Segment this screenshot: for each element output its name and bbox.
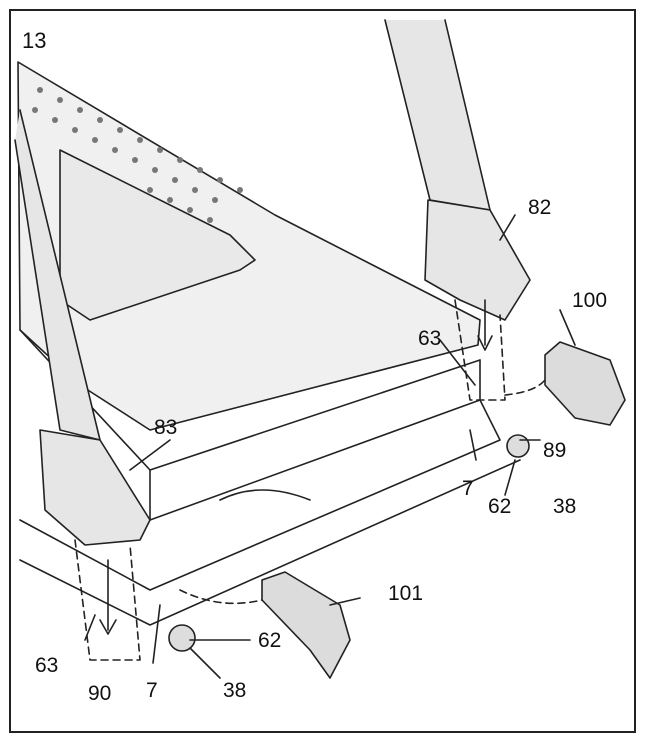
foot-cover-guide-left [179,589,263,605]
left-upright-lower-90 [74,539,141,661]
power-cord [219,489,311,501]
right-wheel-38 [506,434,530,458]
callout-63-left: 63 [35,654,59,677]
left-upright-cover-83 [39,429,151,546]
leader-lines [84,214,576,679]
left-upright-tube [14,109,101,441]
callout-83: 83 [154,416,178,439]
left-foot-cover-101 [261,571,351,679]
callout-82: 82 [528,196,552,219]
callout-38-right: 38 [553,495,577,518]
callout-100: 100 [572,289,608,312]
callout-38-left: 38 [223,679,247,702]
right-upright-lower [454,299,506,401]
perforated-hood [17,61,481,431]
frame-side-rail-top [149,359,481,521]
callout-62-left: 62 [258,629,282,652]
callout-7-left: 7 [146,679,158,702]
perforation-pattern [32,87,243,223]
step-number: 13 [22,28,47,53]
callout-63-right: 63 [418,327,442,350]
callout-62-right: 62 [488,495,512,518]
callout-101: 101 [388,582,424,605]
callout-7-right: 7 [462,477,474,500]
frame-base [19,399,501,591]
right-upright-cover-82 [424,199,531,321]
left-wheel-38 [168,624,196,652]
diagram-frame [9,9,636,733]
left-insert-arrow [99,559,117,635]
right-upright-tube [384,19,491,211]
right-insert-arrow [477,299,493,351]
frame-base-lower [19,459,521,626]
right-foot-cover-100 [544,341,626,426]
foot-cover-guide-right [504,379,546,396]
callout-89: 89 [543,439,567,462]
callout-90: 90 [88,682,112,705]
